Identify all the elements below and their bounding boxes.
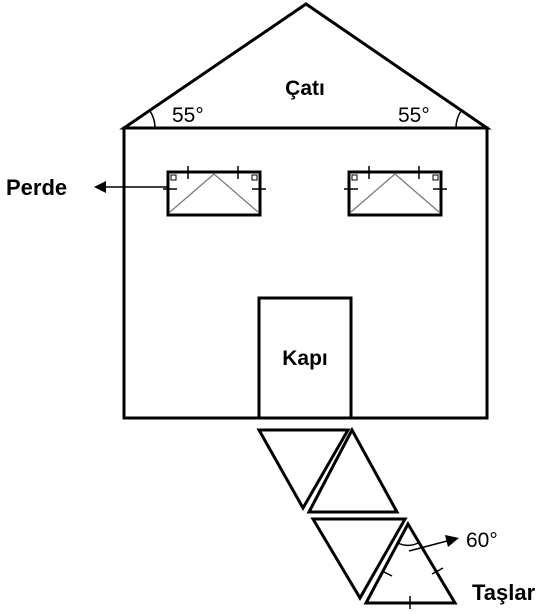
window-left-frame xyxy=(166,170,262,217)
door-frame xyxy=(257,296,353,420)
roof-angle-arc-left xyxy=(149,110,156,129)
roof-angle-right-label: 55° xyxy=(398,104,430,127)
stone-triangle xyxy=(256,428,351,512)
stone-angle-pointer: 60° xyxy=(408,529,498,552)
window-right-right-angle-mark xyxy=(432,174,439,181)
roof-label: Çatı xyxy=(285,77,325,100)
stone-tick xyxy=(431,567,444,575)
stone-tick xyxy=(381,570,393,577)
roof-angle-arc-right xyxy=(455,110,462,129)
stone-triangle xyxy=(310,517,408,601)
window-left-right-angle-mark xyxy=(170,174,177,181)
window-right-right-angle-mark xyxy=(351,174,358,181)
window-left-right-angle-mark xyxy=(251,174,258,181)
window-left xyxy=(163,166,266,217)
window-left-curtain-line xyxy=(213,173,259,213)
window-right-curtain-line xyxy=(350,173,396,213)
curtain-pointer: Perde xyxy=(6,175,168,200)
stone-angle-arc xyxy=(397,542,419,547)
door: Kapı xyxy=(257,296,353,420)
door-label: Kapı xyxy=(282,347,328,370)
window-right xyxy=(344,166,447,217)
stone-angle-label: 60° xyxy=(466,529,498,552)
stone-angle-arrow-line xyxy=(408,540,448,552)
stepping-stones xyxy=(256,426,458,609)
stone-angle-arrow-head xyxy=(445,535,459,547)
window-right-curtain-line xyxy=(394,173,440,213)
window-left-curtain-line xyxy=(169,173,215,213)
curtain-label: Perde xyxy=(6,175,67,200)
roof: Çatı 55° 55° xyxy=(119,2,492,130)
roof-angle-left-label: 55° xyxy=(172,104,204,127)
curtain-arrow-head xyxy=(94,181,106,193)
stones-label: Taşlar xyxy=(472,580,536,605)
window-right-frame xyxy=(347,170,443,217)
stone-triangle xyxy=(306,426,400,514)
